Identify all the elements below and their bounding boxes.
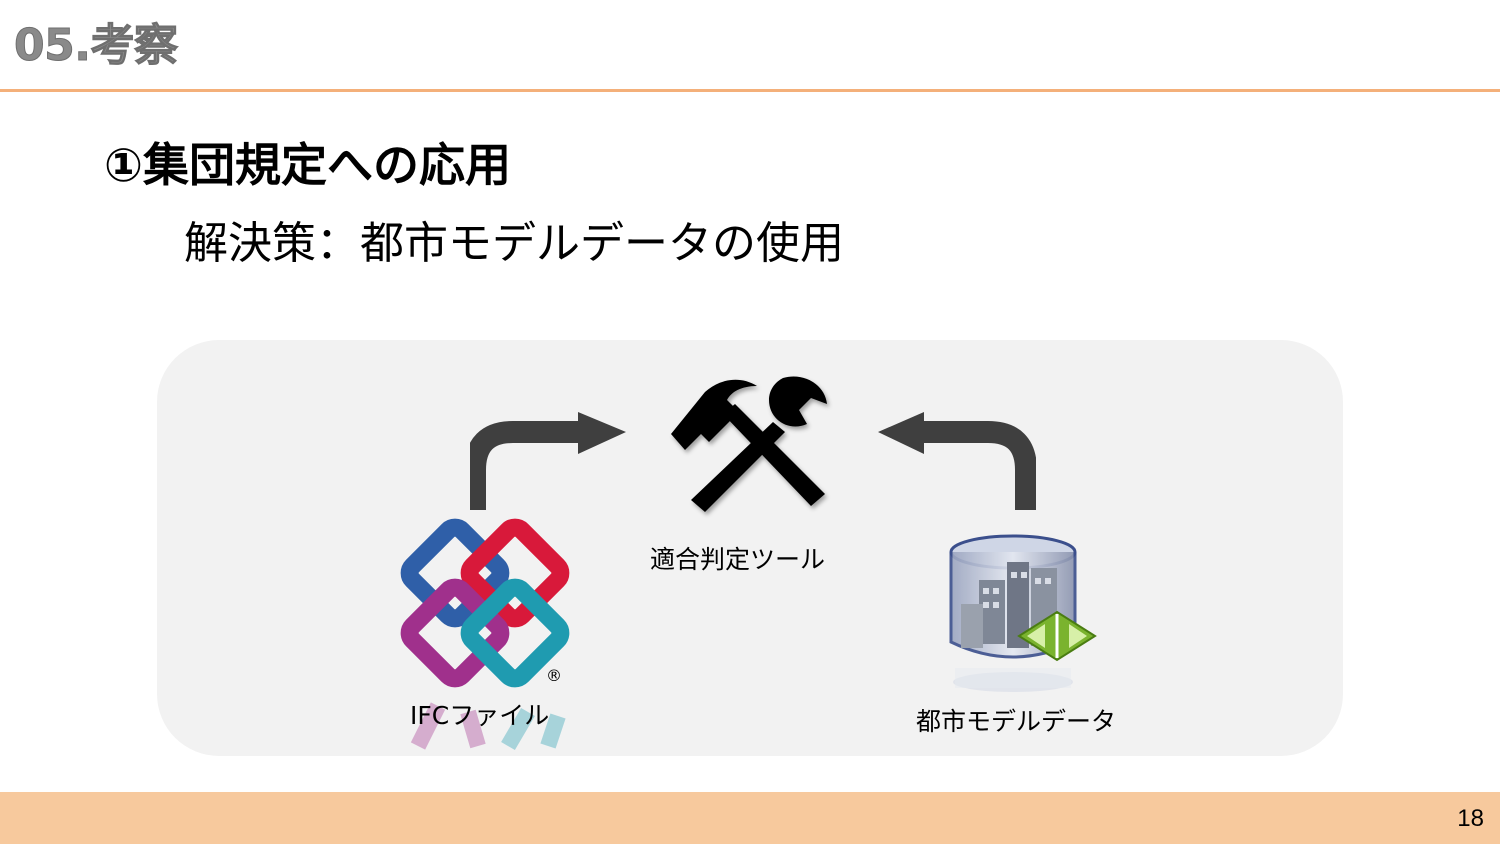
arrow-ifc-to-tool (470, 412, 626, 510)
page-number: 18 (1457, 805, 1484, 832)
solution-text: 解決策：都市モデルデータの使用 (184, 218, 844, 269)
city-label: 都市モデルデータ (916, 707, 1117, 736)
header-divider (0, 89, 1500, 92)
section-heading: ①集団規定への応用 (104, 138, 511, 192)
tool-label: 適合判定ツール (650, 545, 826, 574)
hammer-wrench-icon (671, 376, 827, 512)
ifc-label: IFCファイル (410, 701, 550, 730)
diagram-panel (157, 340, 1343, 756)
arrow-city-to-tool (878, 412, 1036, 510)
registered-mark: ® (546, 666, 562, 685)
ifc-logo (400, 518, 570, 751)
footer-band (0, 792, 1500, 844)
page-title: 05.考察 (13, 20, 178, 72)
city-database-icon (949, 534, 1097, 692)
